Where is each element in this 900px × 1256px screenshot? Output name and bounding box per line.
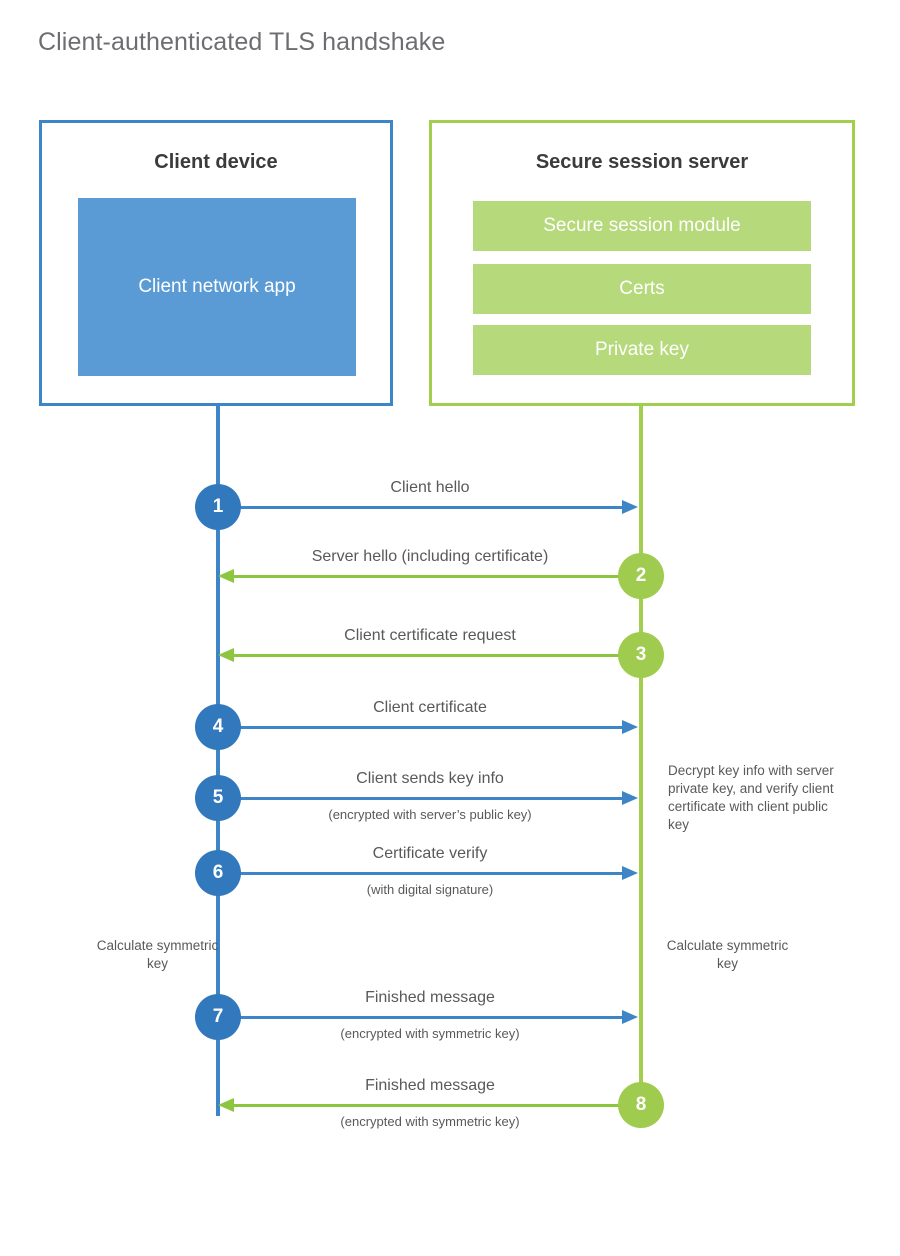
message-arrow-head-6 — [622, 866, 638, 880]
server-calculate-symmetric-key-note: Calculate symmetric key — [666, 938, 789, 971]
message-arrow-head-7 — [622, 1010, 638, 1024]
message-arrow-head-8 — [218, 1098, 234, 1112]
message-arrow-line-1 — [218, 506, 623, 509]
message-sublabel-5: (encrypted with server’s public key) — [328, 807, 532, 822]
message-arrow-line-3 — [234, 654, 640, 657]
message-arrow-line-2 — [234, 575, 640, 578]
message-label-7: Finished message — [365, 989, 495, 1006]
step-badge-7: 7 — [195, 994, 241, 1040]
message-arrow-head-2 — [218, 569, 234, 583]
message-arrow-head-4 — [622, 720, 638, 734]
step-badge-6: 6 — [195, 850, 241, 896]
message-arrow-line-4 — [218, 726, 623, 729]
message-label-1: Client hello — [390, 479, 470, 496]
step-badge-8: 8 — [618, 1082, 664, 1128]
page-title: Client-authenticated TLS handshake — [38, 28, 446, 56]
message-label-8: Finished message — [365, 1077, 495, 1094]
server-module-certs: Certs — [473, 264, 811, 314]
client-lifeline — [216, 406, 220, 1116]
step-badge-1: 1 — [195, 484, 241, 530]
message-arrow-line-8 — [234, 1104, 640, 1107]
secure-session-server-title: Secure session server — [535, 151, 749, 173]
message-label-2: Server hello (including certificate) — [311, 548, 549, 565]
step-badge-3: 3 — [618, 632, 664, 678]
client-calculate-symmetric-key-note: Calculate symmetric key — [96, 938, 219, 971]
message-arrow-head-5 — [622, 791, 638, 805]
message-label-5: Client sends key info — [356, 770, 504, 787]
message-arrow-line-7 — [218, 1016, 623, 1019]
message-arrow-line-5 — [218, 797, 623, 800]
message-sublabel-8: (encrypted with symmetric key) — [340, 1114, 520, 1129]
server-lifeline — [639, 406, 643, 1106]
message-arrow-head-3 — [218, 648, 234, 662]
secure-session-server-box: Secure session server Secure session mod… — [429, 120, 855, 406]
server-decrypt-note: Decrypt key info with server private key… — [668, 763, 834, 832]
client-device-box: Client device Client network app — [39, 120, 393, 406]
message-label-4: Client certificate — [373, 699, 487, 716]
server-module-private-key: Private key — [473, 325, 811, 375]
step-badge-5: 5 — [195, 775, 241, 821]
message-label-3: Client certificate request — [344, 627, 516, 644]
server-module-secure-session-module: Secure session module — [473, 201, 811, 251]
client-network-app-block: Client network app — [78, 198, 356, 376]
message-sublabel-6: (with digital signature) — [366, 882, 494, 897]
client-device-title: Client device — [154, 151, 278, 173]
message-arrow-line-6 — [218, 872, 623, 875]
message-sublabel-7: (encrypted with symmetric key) — [340, 1026, 520, 1041]
step-badge-4: 4 — [195, 704, 241, 750]
message-label-6: Certificate verify — [372, 845, 488, 862]
message-arrow-head-1 — [622, 500, 638, 514]
step-badge-2: 2 — [618, 553, 664, 599]
